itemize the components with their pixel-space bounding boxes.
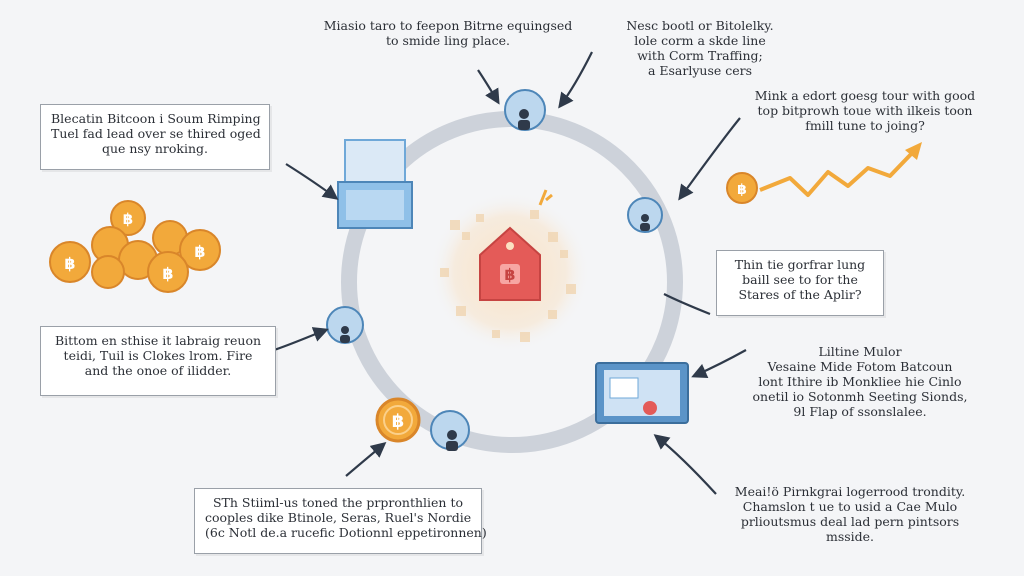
note-line: a Esarlyuse cers — [647, 63, 753, 78]
note-line: Thin tie gorfrar lung — [734, 257, 866, 272]
callout-box-bottom-center: STh Stiiml-us toned the prpronthlien to … — [194, 488, 487, 554]
coin-stack-symbols: ฿ ฿ ฿ ฿ — [64, 210, 205, 283]
note-line: Blecatin Bitcoon i Soum Rimping — [51, 111, 261, 126]
note-line: lont Ithire ib Monkliee hie Cinlo — [758, 374, 962, 389]
svg-text:฿: ฿ — [194, 242, 205, 261]
note-line: onetil io Sotonmh Seeting Sionds, — [752, 389, 968, 404]
note-line: Stares of the Aplir? — [738, 287, 862, 302]
note-line: Chamslon t ue to usid a Cae Mulo — [742, 499, 958, 514]
note-line: msside. — [825, 529, 875, 544]
note-right-lower: Liltine Mulor Vesaine Mide Fotom Batcoun… — [748, 344, 972, 419]
note-line: Bittom en sthise it labraig reuon — [54, 333, 262, 348]
note-line: que nsy nroking. — [101, 141, 209, 156]
note-line: fmill tune to joing? — [805, 118, 925, 133]
note-line: and the onoe of ilidder. — [84, 363, 232, 378]
note-line: Tuel fad lead over se thired oged — [51, 126, 261, 141]
note-line: Nesc bootl or Bitolelky. — [626, 18, 774, 33]
note-line: baill see to for the — [742, 272, 858, 287]
coin-stack-icon — [49, 200, 221, 293]
svg-text:฿: ฿ — [162, 264, 173, 283]
note-line: teidi, Tuil is Clokes lrom. Fire — [63, 348, 253, 363]
monitor-icon — [337, 139, 413, 229]
note-line: (6c Notl de.a rucefic Dotionnl eppetiron… — [205, 525, 487, 540]
tag-coin-symbol: ฿ — [504, 265, 515, 284]
center-tiles — [440, 210, 576, 342]
growth-chart-icon — [726, 142, 922, 204]
note-bottom-right: Meai!ö Pirnkgrai logerrood trondity. Cha… — [720, 484, 980, 544]
callout-box-left-middle: Bittom en sthise it labraig reuon teidi,… — [40, 326, 276, 396]
note-line: 9l Flap of ssonslalee. — [793, 404, 927, 419]
note-line: lole corm a skde line — [634, 33, 766, 48]
callout-box-left-top: Blecatin Bitcoon i Soum Rimping Tuel fad… — [40, 104, 270, 170]
coin-symbol-bottom: ฿ — [392, 411, 405, 432]
note-line: top bitprowh toue with ilkeis toon — [757, 103, 973, 118]
note-line: prlioutsmus deal lad pern pintsors — [740, 514, 960, 529]
note-top-right: Mink a edort goesg tour with good top bi… — [740, 88, 990, 133]
svg-text:฿: ฿ — [123, 210, 133, 228]
coin-icon — [375, 397, 421, 443]
tablet-screen-icon — [595, 362, 689, 424]
note-line: with Corm Traffing; — [637, 48, 763, 63]
note-line: Mink a edort goesg tour with good — [754, 88, 976, 103]
note-line: Meai!ö Pirnkgrai logerrood trondity. — [734, 484, 966, 499]
note-line: Vesaine Mide Fotom Batcoun — [767, 359, 953, 374]
note-line: cooples dike Btinole, Seras, Ruel's Nord… — [205, 510, 472, 525]
connector-arrows — [273, 51, 747, 495]
user-figure-marks — [340, 109, 650, 451]
callout-box-right-middle: Thin tie gorfrar lung baill see to for t… — [716, 250, 884, 316]
svg-text:฿: ฿ — [64, 254, 75, 273]
price-tag-icon — [479, 189, 553, 301]
note-line: Liltine Mulor — [818, 344, 902, 359]
note-line: STh Stiiml-us toned the prpronthlien to — [212, 495, 463, 510]
chart-coin-symbol: ฿ — [737, 182, 747, 198]
note-line: to smide ling place. — [385, 33, 510, 48]
note-top-right-small: Nesc bootl or Bitolelky. lole corm a skd… — [600, 18, 800, 78]
note-line: Miasio taro to feepon Bitrne equingsed — [323, 18, 573, 33]
note-top-center: Miasio taro to feepon Bitrne equingsed t… — [318, 18, 578, 48]
